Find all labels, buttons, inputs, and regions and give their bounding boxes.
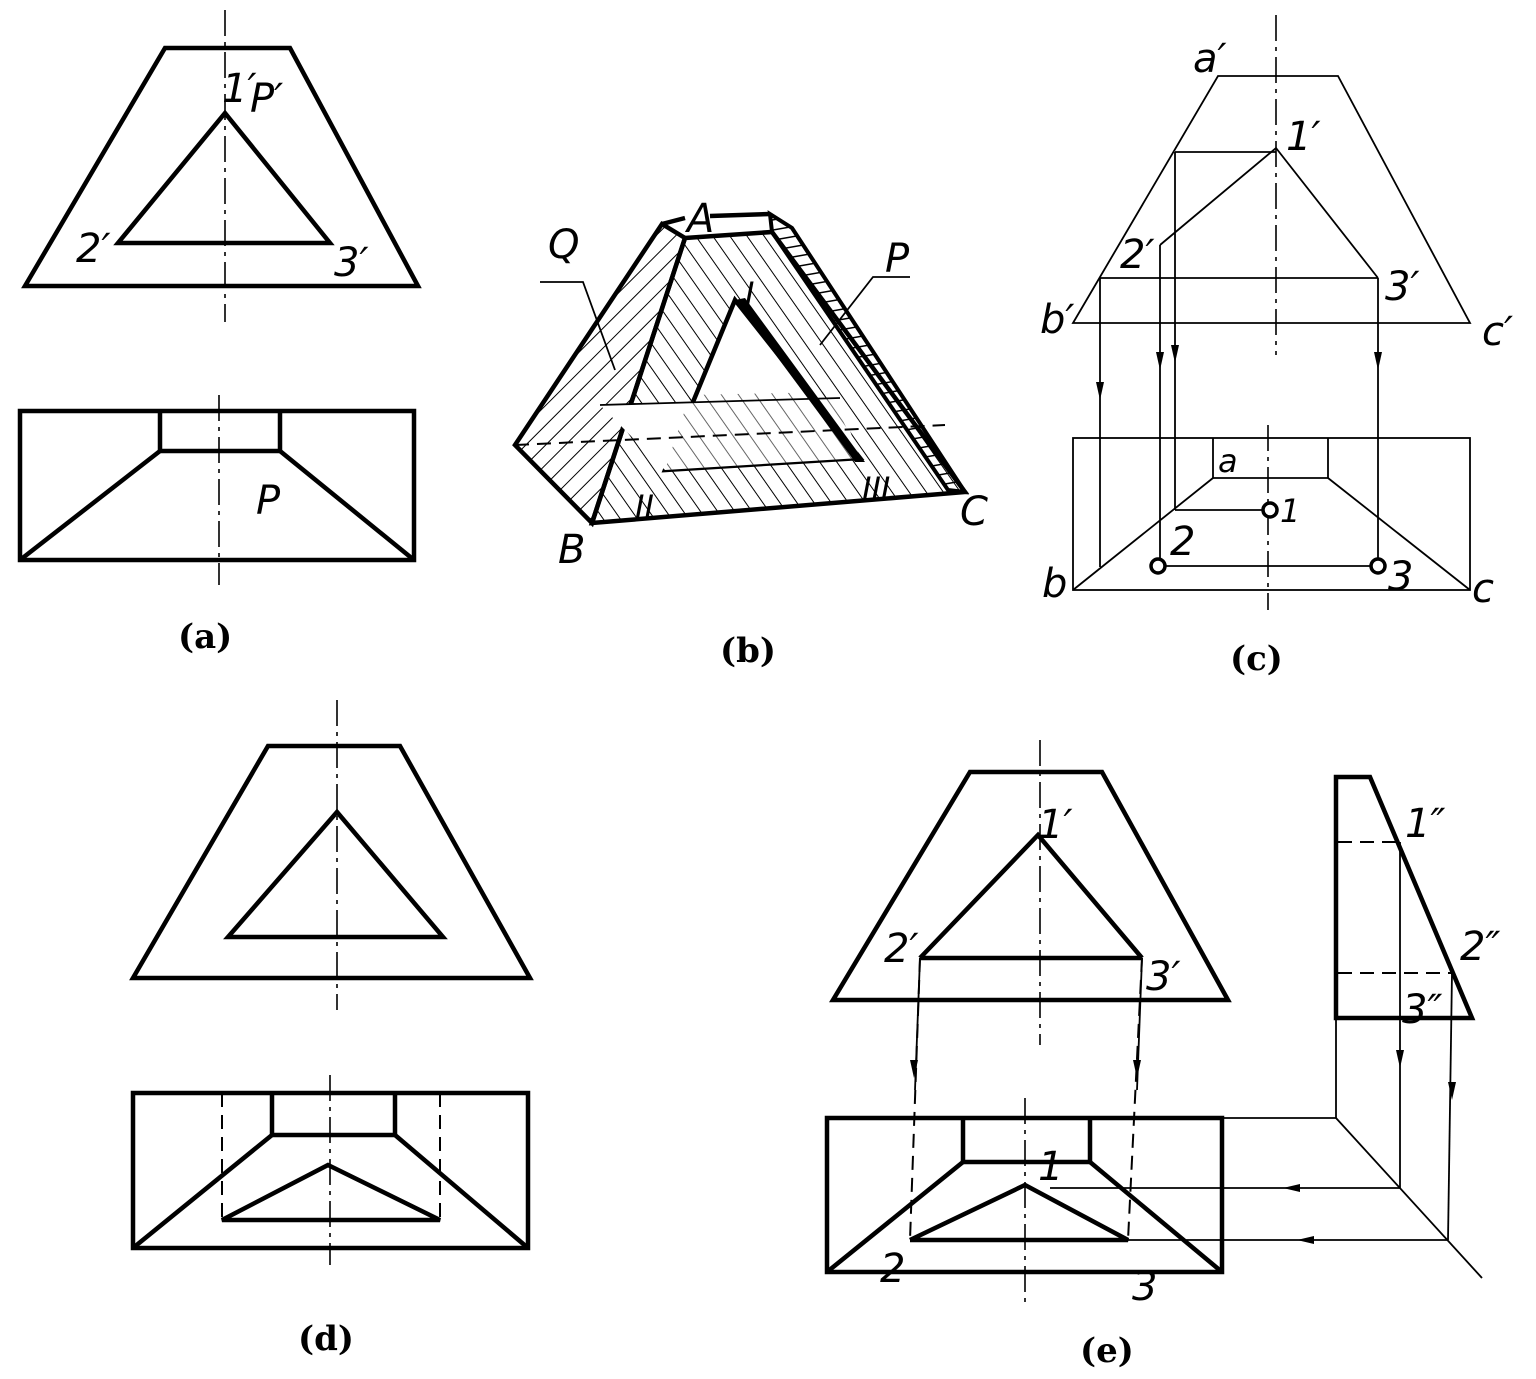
inner-edge xyxy=(735,298,865,462)
point-3-marker xyxy=(1369,557,1387,575)
caption-d: (d) xyxy=(298,1319,354,1359)
arrow-icon xyxy=(1297,1236,1314,1244)
inner-triangle xyxy=(1159,146,1379,279)
top-view-rect xyxy=(1072,437,1471,591)
figure-b: Q A P I II III B C (b) xyxy=(512,196,988,671)
arrow-icon xyxy=(1096,382,1104,400)
top-view-rect xyxy=(17,408,417,563)
top-notch xyxy=(157,411,283,454)
label-1-prime: 1′ xyxy=(222,66,257,112)
label-c: c xyxy=(1472,566,1494,612)
label-q: Q xyxy=(548,222,579,268)
face-p xyxy=(767,210,970,495)
figure-e: 1′ 2′ 3′ 1″ 2″ 3″ 1 2 3 (e) xyxy=(824,740,1500,1371)
label-a: A xyxy=(684,196,714,242)
front-trapezoid xyxy=(1071,75,1472,324)
arrow-icon xyxy=(1396,1050,1404,1068)
label-p: P xyxy=(256,478,281,524)
label-1: 1 xyxy=(1280,492,1300,530)
projection-line xyxy=(914,957,921,1091)
leader-p xyxy=(819,276,910,346)
inner-triangle xyxy=(909,1182,1130,1243)
top-notch xyxy=(960,1118,1093,1165)
label-p: P xyxy=(885,236,910,282)
edge-line xyxy=(1088,1160,1224,1274)
arrow-icon xyxy=(1283,1184,1300,1192)
label-3-double-prime: 3″ xyxy=(1402,987,1442,1033)
label-p-prime: P′ xyxy=(250,76,283,122)
label-iii: III xyxy=(862,470,890,508)
label-ii: II xyxy=(635,488,654,526)
inner-face xyxy=(665,392,860,470)
label-b: B xyxy=(558,527,585,573)
label-1-prime: 1′ xyxy=(1286,114,1321,160)
edge-line xyxy=(278,449,416,562)
label-a-prime: a′ xyxy=(1193,36,1227,82)
label-2-prime: 2′ xyxy=(1120,232,1155,278)
hidden-edge xyxy=(514,424,946,446)
arrow-icon xyxy=(1133,1060,1141,1078)
label-c: C xyxy=(960,489,988,535)
front-trapezoid xyxy=(829,769,1232,1003)
triangular-hole xyxy=(113,109,335,246)
top-notch xyxy=(1212,438,1329,479)
label-2: 2 xyxy=(880,1246,905,1292)
label-a: a xyxy=(1218,442,1238,480)
label-1: 1 xyxy=(1038,1144,1063,1190)
figure-a: 1′ P′ 2′ 3′ P (a) xyxy=(17,10,422,657)
figure-c: a′ b′ c′ 1′ 2′ 3′ a b c 1 2 3 (c) xyxy=(1040,15,1513,679)
edge-line xyxy=(18,449,162,562)
projection-line xyxy=(1447,972,1453,1241)
edge-line xyxy=(1072,477,1214,591)
edge-line xyxy=(131,1133,274,1250)
label-2-prime: 2′ xyxy=(884,926,919,972)
point-2-marker xyxy=(1149,557,1167,575)
front-view-trapezoid xyxy=(21,45,422,289)
point-1-marker xyxy=(1261,501,1279,519)
inner-triangle xyxy=(220,1162,441,1223)
label-1-double-prime: 1″ xyxy=(1405,801,1445,847)
label-3-prime: 3′ xyxy=(1146,954,1181,1000)
inner-triangle xyxy=(918,831,1144,960)
label-1-prime: 1′ xyxy=(1038,802,1073,848)
inner-line xyxy=(599,397,841,406)
triangular-hole xyxy=(223,808,448,940)
top-edge xyxy=(709,211,771,219)
label-3: 3 xyxy=(1388,554,1413,600)
caption-b: (b) xyxy=(720,631,776,671)
edge-line xyxy=(825,1160,965,1274)
label-3-prime: 3′ xyxy=(1385,264,1420,310)
label-2-prime: 2′ xyxy=(76,226,111,272)
edge-line xyxy=(393,1133,530,1250)
arrow-icon xyxy=(1374,352,1382,370)
arrow-icon xyxy=(1156,352,1164,370)
label-b-prime: b′ xyxy=(1040,297,1074,343)
figure-d: (d) xyxy=(129,700,534,1359)
label-b: b xyxy=(1042,561,1067,607)
caption-e: (e) xyxy=(1080,1331,1134,1371)
caption-c: (c) xyxy=(1230,639,1283,679)
top-notch xyxy=(269,1093,398,1138)
label-i: I xyxy=(745,275,754,313)
top-edge xyxy=(661,215,686,227)
label-c-prime: c′ xyxy=(1482,309,1513,355)
label-2: 2 xyxy=(1170,519,1195,565)
edge-line xyxy=(1327,477,1471,591)
label-3-prime: 3′ xyxy=(334,240,369,286)
side-view xyxy=(1333,774,1476,1021)
45-degree-line xyxy=(1335,1117,1483,1279)
arrow-icon xyxy=(1448,1082,1456,1100)
caption-a: (a) xyxy=(178,617,232,657)
label-3: 3 xyxy=(1132,1264,1157,1310)
label-2-double-prime: 2″ xyxy=(1460,924,1500,970)
arrow-icon xyxy=(1171,345,1179,363)
front-trapezoid xyxy=(129,743,534,981)
leader-q xyxy=(540,281,616,371)
arrow-icon xyxy=(910,1060,918,1078)
